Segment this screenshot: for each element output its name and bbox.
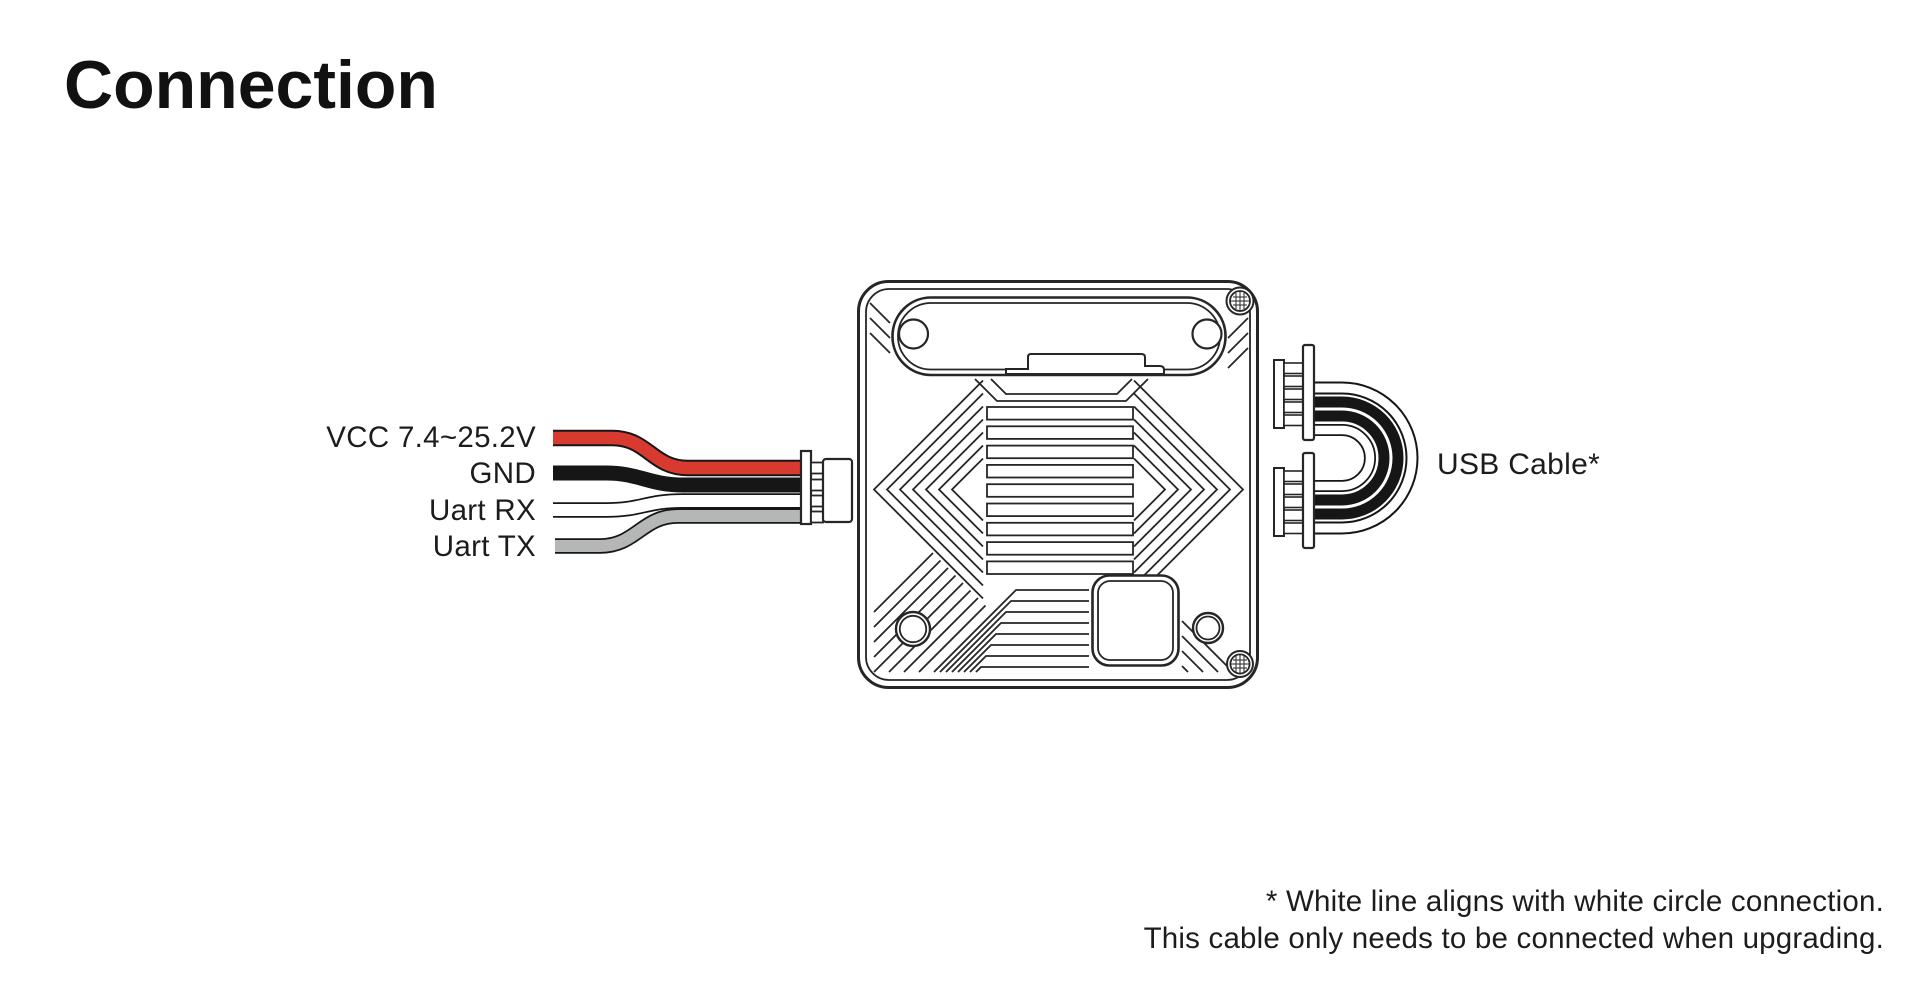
wire-black-gnd (553, 465, 806, 493)
screw-icon-top-right (1225, 286, 1255, 316)
top-corner-hatch (869, 302, 1249, 369)
wire-white-rx (553, 493, 806, 518)
center-bars (986, 406, 1134, 575)
usb-cable-label: USB Cable* (1437, 448, 1601, 481)
usb-cable-loop (1314, 381, 1419, 535)
stadium-hole-left (897, 318, 930, 350)
page-title: Connection (64, 47, 438, 123)
standoff-circle-left (894, 610, 932, 648)
wire-label-uart-rx: Uart RX (428, 493, 536, 527)
usb-connector-top (1273, 343, 1316, 442)
mount-stadium (891, 296, 1227, 377)
standoff-circle-right (1191, 611, 1225, 645)
wire-red-vcc (553, 429, 806, 477)
wire-gray-tx (555, 508, 806, 554)
heatsink-fins (869, 302, 1249, 673)
footnote-line-2: This cable only needs to be connected wh… (1143, 921, 1884, 955)
footnote-line-1: * White line aligns with white circle co… (1265, 885, 1884, 918)
bottom-hooks (933, 589, 1089, 673)
stadium-tab (1005, 353, 1165, 375)
right-chevrons (1133, 379, 1245, 600)
left-chevrons (872, 379, 984, 600)
wire-label-list: VCC 7.4~25.2V GND Uart RX Uart TX (236, 420, 536, 566)
power-wires (553, 429, 806, 554)
usb-connector-bottom (1273, 451, 1316, 550)
top-chevron-band (974, 378, 1149, 402)
shield-square (1091, 574, 1180, 667)
wire-label-vcc: VCC 7.4~25.2V (326, 421, 536, 454)
footnote: * White line aligns with white circle co… (1144, 884, 1884, 957)
wire-label-gnd: GND (469, 457, 536, 491)
wire-label-uart-tx: Uart TX (432, 530, 536, 564)
bottom-right-hatch (1181, 620, 1234, 673)
screw-icon-bottom-right (1226, 650, 1254, 678)
jst-connector (799, 449, 854, 526)
stadium-hole-right (1191, 318, 1223, 350)
device-module (857, 280, 1259, 689)
